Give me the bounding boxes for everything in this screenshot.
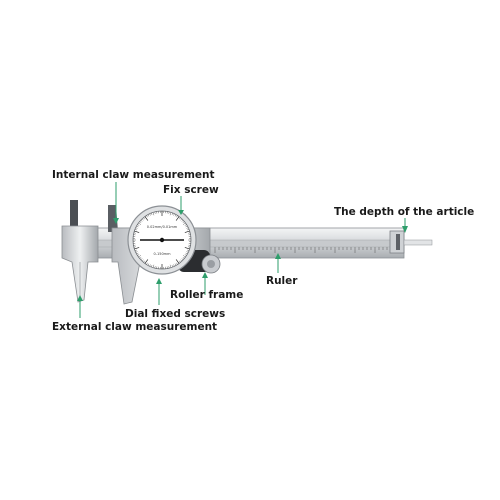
dial-tick — [187, 249, 190, 251]
dial-tick — [182, 257, 185, 259]
dial-tick — [176, 262, 178, 265]
dial-tick — [147, 214, 150, 217]
dial-tick — [138, 255, 142, 258]
dial-tick — [134, 230, 140, 233]
dial-tick — [176, 215, 178, 218]
dial-tick — [143, 217, 145, 220]
dial-tick — [147, 263, 150, 266]
dial-tick — [179, 260, 181, 263]
dial-tick — [179, 217, 181, 220]
fixed-jaw — [61, 200, 99, 303]
label-fix-screw: Fix screw — [163, 184, 219, 196]
dial-tick — [144, 216, 149, 221]
svg-text:0-150mm: 0-150mm — [154, 252, 172, 256]
dial-tick — [184, 230, 190, 233]
dial-tick — [184, 247, 190, 250]
dial-tick — [142, 259, 144, 262]
leader-lines — [77, 182, 408, 318]
dial-tick — [134, 229, 137, 231]
dial-tick — [134, 249, 137, 251]
dial-tick — [144, 259, 149, 264]
dial-tick — [135, 251, 138, 253]
dial-tick — [182, 221, 185, 223]
dial-tick — [175, 216, 180, 221]
dial-tick — [182, 255, 186, 258]
dial-tick — [169, 264, 172, 268]
label-ruler: Ruler — [266, 275, 298, 287]
ruler-scale — [214, 247, 388, 253]
dial-tick — [186, 227, 189, 229]
dial-tick — [187, 229, 190, 231]
dial-tick — [139, 257, 142, 259]
label-roller-frame: Roller frame — [170, 289, 244, 301]
label-dial-screws: Dial fixed screws — [125, 308, 226, 320]
dial-tick — [182, 222, 186, 225]
dial-tick — [137, 254, 140, 256]
depth-rod — [389, 230, 433, 254]
dial-tick — [152, 212, 155, 216]
dial-tick — [149, 264, 151, 267]
dial-tick — [181, 220, 184, 222]
dial-tick — [142, 218, 144, 221]
dial-tick — [146, 262, 148, 265]
dial-tick — [185, 225, 188, 228]
dial-tick — [151, 212, 153, 215]
dial-tick — [140, 220, 143, 222]
label-depth: The depth of the article — [334, 206, 475, 218]
dial-tick — [173, 264, 175, 267]
label-internal-claw: Internal claw measurement — [52, 169, 215, 181]
dial-tick — [171, 265, 173, 268]
dial-tick — [152, 264, 155, 268]
dial-tick — [173, 213, 175, 216]
dial-tick — [140, 258, 143, 260]
dial-tick — [174, 214, 177, 217]
dial-tick — [149, 213, 151, 216]
svg-text:0.02mm/0.01mm: 0.02mm/0.01mm — [147, 225, 178, 229]
dial-tick — [186, 251, 189, 253]
dial-tick — [171, 212, 173, 215]
dial-tick — [184, 254, 187, 256]
dial-tick — [185, 252, 188, 255]
dial-tick — [180, 218, 182, 221]
dial-tick — [136, 252, 139, 255]
dial-tick — [180, 259, 182, 262]
dial-tick — [143, 260, 145, 263]
dial-tick — [139, 221, 142, 223]
dial-tick — [136, 225, 139, 228]
dial-tick — [184, 224, 187, 226]
dial-gauge: 0.02mm/0.01mm 0-150mm — [127, 205, 197, 275]
dial-tick — [138, 222, 142, 225]
dial-tick — [137, 224, 140, 226]
dial-tick — [134, 247, 140, 250]
dial-tick — [174, 263, 177, 266]
dial-tick — [169, 212, 172, 216]
label-external-claw: External claw measurement — [52, 321, 218, 333]
dial-tick — [135, 227, 138, 229]
dial-tick — [175, 259, 180, 264]
dial-tick — [146, 215, 148, 218]
dial-tick — [181, 258, 184, 260]
dial-tick — [151, 265, 153, 268]
roller-wheel — [201, 254, 221, 274]
